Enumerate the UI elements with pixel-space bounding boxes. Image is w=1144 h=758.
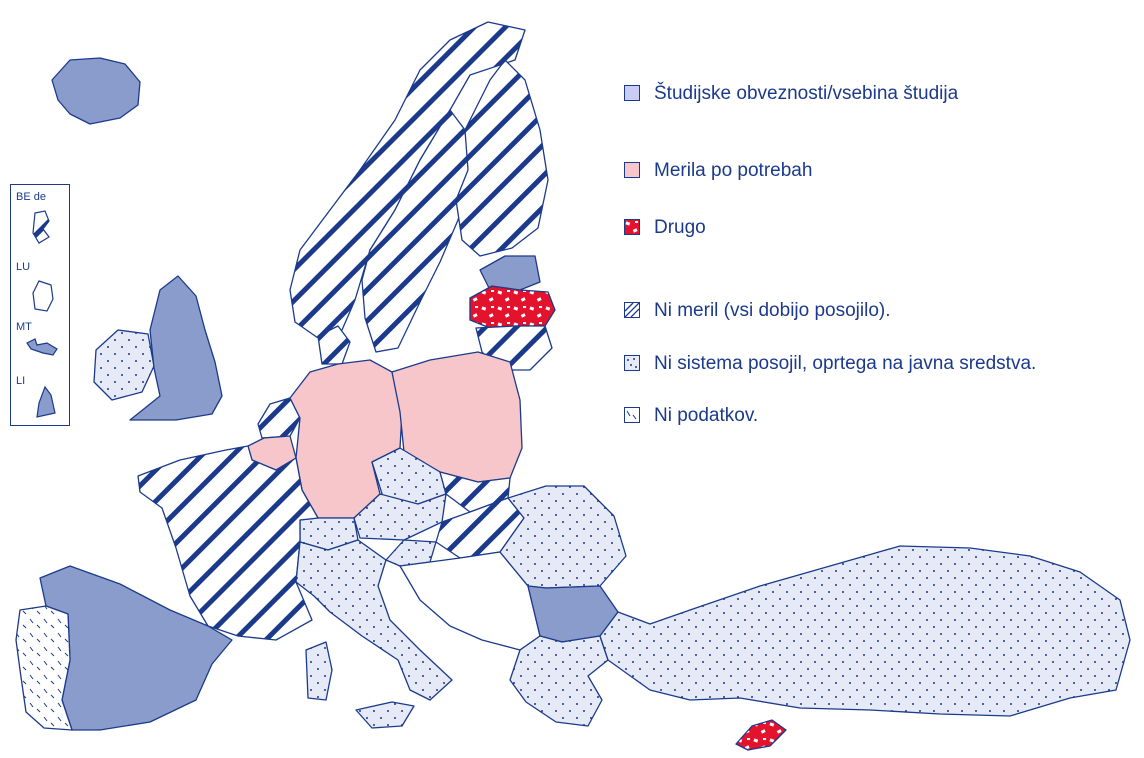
country-latvia — [469, 285, 556, 329]
country-italy-sardinia — [305, 641, 333, 701]
inset-label-be-de: BE de — [16, 191, 46, 203]
legend-label-study-obligations: Študijske obveznosti/vsebina študija — [654, 83, 959, 104]
legend-swatch-no-data — [624, 407, 640, 423]
country-cyprus — [735, 719, 787, 751]
legend-swatch-needs-based — [624, 162, 640, 178]
country-estonia — [479, 255, 541, 291]
inset-label-lu: LU — [16, 261, 31, 273]
country-greece — [509, 635, 609, 727]
country-portugal — [15, 605, 73, 731]
legend-swatch-study-obligations — [624, 85, 640, 101]
inset-shape-mt — [26, 338, 58, 356]
country-uk — [129, 275, 223, 421]
legend-label-no-data: Ni podatkov. — [654, 405, 759, 426]
country-italy-sicily — [355, 701, 415, 729]
legend-label-other: Drugo — [654, 217, 706, 238]
inset-shape-lu — [32, 280, 54, 312]
country-turkey — [599, 545, 1131, 717]
country-denmark — [317, 325, 351, 365]
country-sweden — [361, 109, 471, 353]
inset-shape-li — [36, 385, 56, 418]
legend-label-no-criteria: Ni meril (vsi dobijo posojilo). — [654, 300, 891, 321]
country-austria — [353, 493, 447, 541]
country-slovenia — [385, 539, 437, 567]
country-norway — [289, 21, 526, 339]
legend-swatch-other — [624, 219, 640, 235]
small-countries-inset: BE de LU MT LI — [10, 184, 70, 426]
legend-label-no-loan-system: Ni sistema posojil, oprtega na javna sre… — [654, 353, 1037, 374]
legend-swatch-no-loan-system — [624, 355, 640, 371]
inset-label-li: LI — [16, 375, 26, 387]
country-ireland — [93, 329, 155, 401]
legend-label-needs-based: Merila po potrebah — [654, 160, 813, 181]
country-romania — [499, 485, 627, 589]
inset-shape-be-de — [32, 210, 50, 244]
country-poland — [391, 351, 523, 483]
legend-swatch-no-criteria — [624, 302, 640, 318]
inset-label-mt: MT — [16, 321, 32, 333]
country-finland — [455, 59, 549, 257]
country-italy — [295, 539, 453, 701]
country-iceland — [51, 57, 141, 125]
